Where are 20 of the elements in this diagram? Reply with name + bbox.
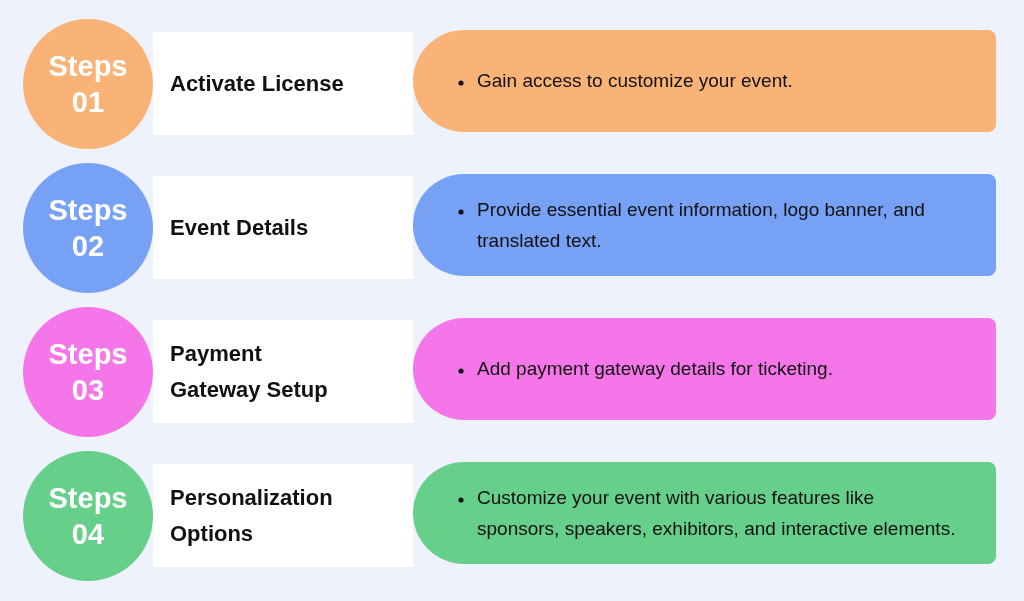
title-band [153, 32, 413, 135]
step-title: Payment Gateway Setup [170, 340, 329, 404]
step-number: Steps 03 [47, 336, 129, 408]
step-description: Provide essential event information, logo banner, and translated text. [477, 197, 926, 253]
step-number: Steps 04 [47, 480, 129, 552]
title-band [153, 320, 413, 423]
step-description: Gain access to customize your event. [477, 69, 794, 94]
step-description: Add payment gateway details for ticketing. [477, 357, 834, 382]
step-description: Customize your event with various features like sponsors, speakers, exhibitors, and interactive elements. [477, 485, 957, 541]
description-card [413, 318, 996, 420]
step-title: Personalization Options [170, 484, 334, 548]
step-number: Steps 02 [47, 192, 129, 264]
title-band [153, 464, 413, 567]
title-band [153, 176, 413, 279]
description-card [413, 30, 996, 132]
step-number: Steps 01 [47, 48, 129, 120]
step-title: Activate License [170, 69, 345, 98]
step-title: Event Details [170, 213, 310, 242]
description-card [413, 462, 996, 564]
description-card [413, 174, 996, 276]
